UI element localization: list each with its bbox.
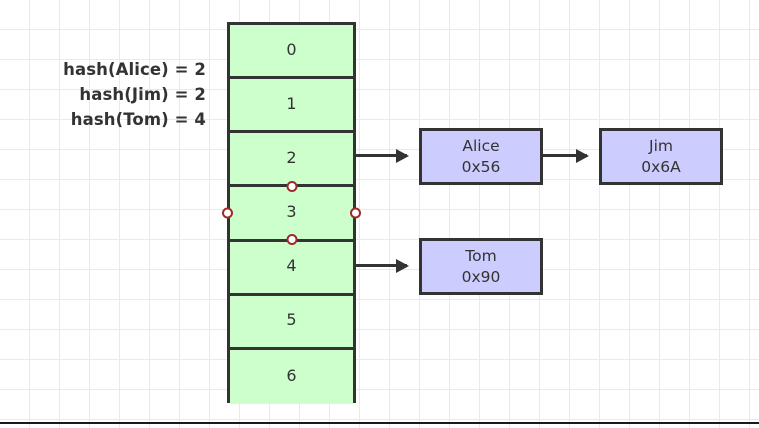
selection-handle-top[interactable] bbox=[286, 180, 297, 192]
slot-index-label: 2 bbox=[286, 147, 297, 167]
hash-slot-3[interactable]: 3 bbox=[222, 180, 361, 246]
entry-node-jim[interactable]: Jim 0x6A bbox=[599, 128, 723, 185]
slot-index-label: 1 bbox=[286, 93, 297, 113]
slot-index-label: 3 bbox=[286, 201, 297, 221]
arrow-slot2-to-alice bbox=[356, 154, 407, 157]
hash-slot-0[interactable]: 0 bbox=[230, 25, 353, 80]
entry-address: 0x90 bbox=[461, 267, 501, 286]
arrow-alice-to-jim bbox=[543, 154, 587, 157]
page-bottom-edge bbox=[0, 422, 759, 424]
hash-slot-4[interactable]: 4 bbox=[230, 241, 353, 296]
hash-slot-5[interactable]: 5 bbox=[230, 295, 353, 350]
entry-name: Alice bbox=[462, 136, 500, 155]
hash-function-labels: hash(Alice) = 2 hash(Jim) = 2 hash(Tom) … bbox=[14, 57, 206, 132]
selection-handle-bottom[interactable] bbox=[286, 234, 297, 246]
hash-slot-1[interactable]: 1 bbox=[230, 79, 353, 134]
entry-name: Jim bbox=[649, 136, 673, 155]
entry-name: Tom bbox=[465, 246, 497, 265]
slot-index-label: 5 bbox=[286, 310, 297, 330]
hash-slot-6[interactable]: 6 bbox=[230, 349, 353, 404]
slot-index-label: 6 bbox=[286, 365, 297, 385]
arrow-slot4-to-tom bbox=[356, 264, 407, 267]
entry-node-tom[interactable]: Tom 0x90 bbox=[419, 238, 543, 295]
entry-node-alice[interactable]: Alice 0x56 bbox=[419, 128, 543, 185]
slot-index-label: 4 bbox=[286, 256, 297, 276]
hash-label-alice: hash(Alice) = 2 bbox=[63, 60, 206, 79]
hash-table[interactable]: 0 1 2 3 4 5 6 bbox=[222, 22, 361, 404]
selection-handle-right[interactable] bbox=[350, 207, 361, 219]
hash-label-jim: hash(Jim) = 2 bbox=[79, 85, 206, 104]
slot-index-label: 0 bbox=[286, 39, 297, 59]
hash-slot-2[interactable]: 2 bbox=[230, 133, 353, 188]
selection-handle-left[interactable] bbox=[222, 207, 233, 219]
entry-address: 0x56 bbox=[461, 157, 501, 176]
hash-label-tom: hash(Tom) = 4 bbox=[70, 110, 206, 129]
entry-address: 0x6A bbox=[641, 157, 681, 176]
